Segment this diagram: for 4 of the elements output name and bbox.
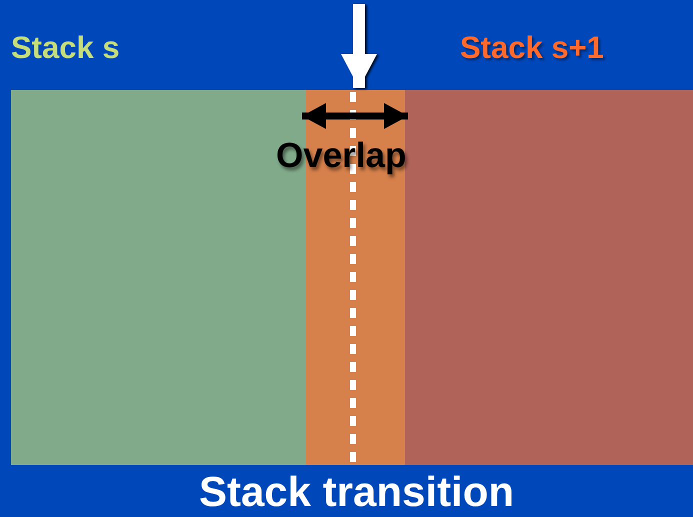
region-label: Stack s+1	[460, 30, 604, 66]
region-label: Overlap	[276, 136, 406, 176]
caption: Stack transition	[198, 468, 516, 516]
region-label: Stack s	[11, 30, 120, 66]
